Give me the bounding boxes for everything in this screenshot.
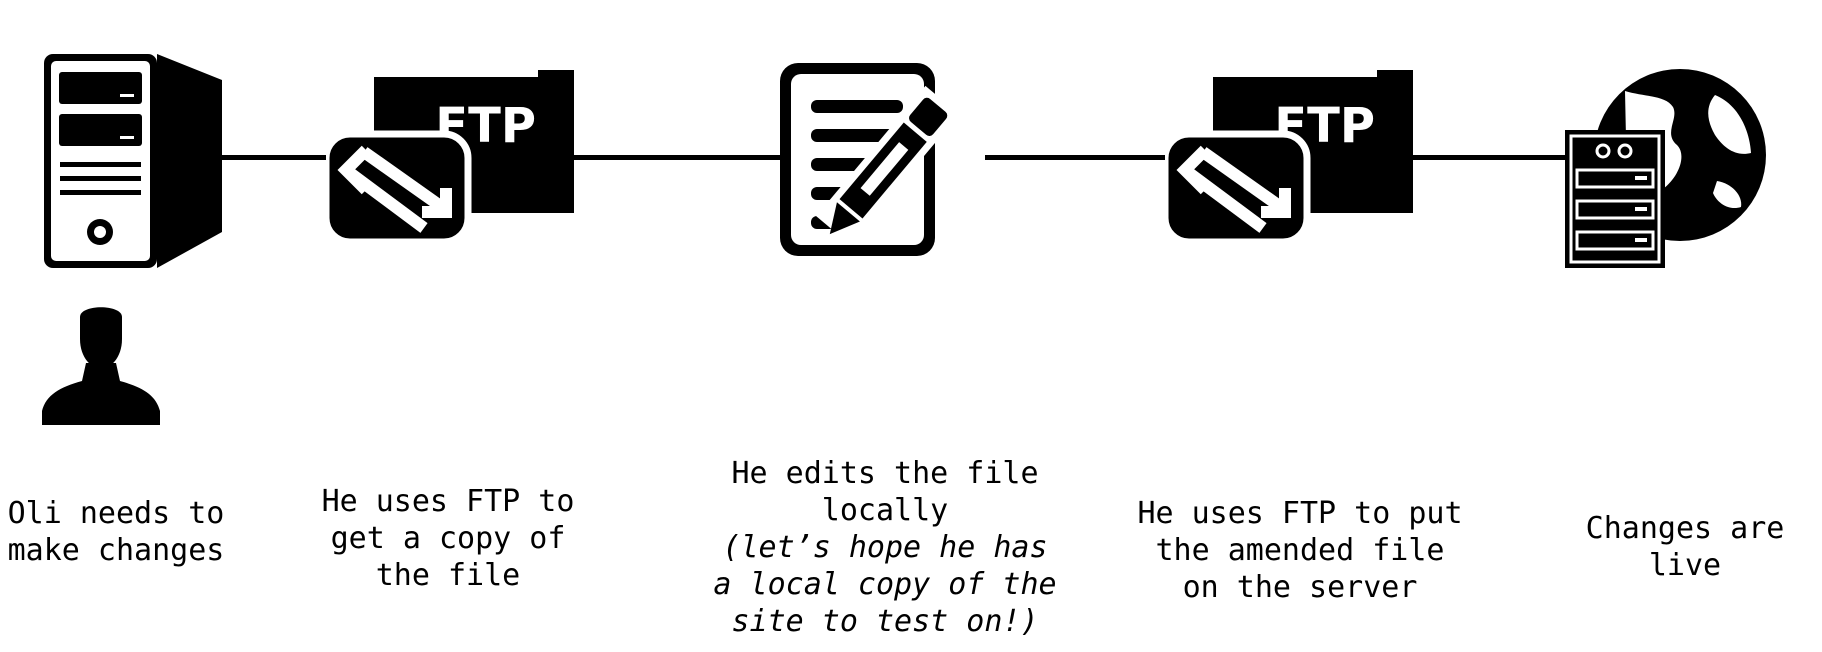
web-server-globe-icon <box>1565 69 1766 268</box>
label-line: He uses FTP to put <box>1137 496 1463 531</box>
connector-line <box>985 155 1173 160</box>
label-line: make changes <box>7 533 225 568</box>
label-aside-line: site to test on!) <box>731 604 1039 639</box>
ftp-folder-icon: FTP <box>1165 70 1413 246</box>
label-line: Changes are <box>1585 511 1785 546</box>
user-silhouette-icon <box>42 307 160 425</box>
label-line: on the server <box>1182 570 1418 605</box>
ftp-folder-icon: FTP <box>326 70 574 246</box>
connector-line <box>570 155 782 160</box>
label-aside-line: (let’s hope he has <box>722 530 1048 565</box>
document-edit-icon <box>780 63 960 256</box>
label-line: locally <box>821 493 949 528</box>
connector-line <box>1410 155 1570 160</box>
step-label-computer: Oli needs to make changes <box>0 495 232 569</box>
label-line: the amended file <box>1155 533 1445 568</box>
label-line: He uses FTP to <box>321 484 575 519</box>
step-label-ftp-get: He uses FTP to get a copy of the file <box>318 483 578 594</box>
step-label-ftp-put: He uses FTP to put the amended file on t… <box>1120 495 1480 606</box>
connector-line <box>222 155 326 160</box>
step-label-edit: He edits the file locally (let’s hope he… <box>695 455 1075 640</box>
label-line: He edits the file <box>731 456 1039 491</box>
label-line: the file <box>375 558 521 593</box>
step-label-live: Changes are live <box>1560 510 1810 584</box>
desktop-computer-icon <box>44 54 222 268</box>
label-line: get a copy of <box>330 521 566 556</box>
label-line: live <box>1648 548 1722 583</box>
label-line: Oli needs to <box>7 496 225 531</box>
label-aside-line: a local copy of the <box>713 567 1057 602</box>
